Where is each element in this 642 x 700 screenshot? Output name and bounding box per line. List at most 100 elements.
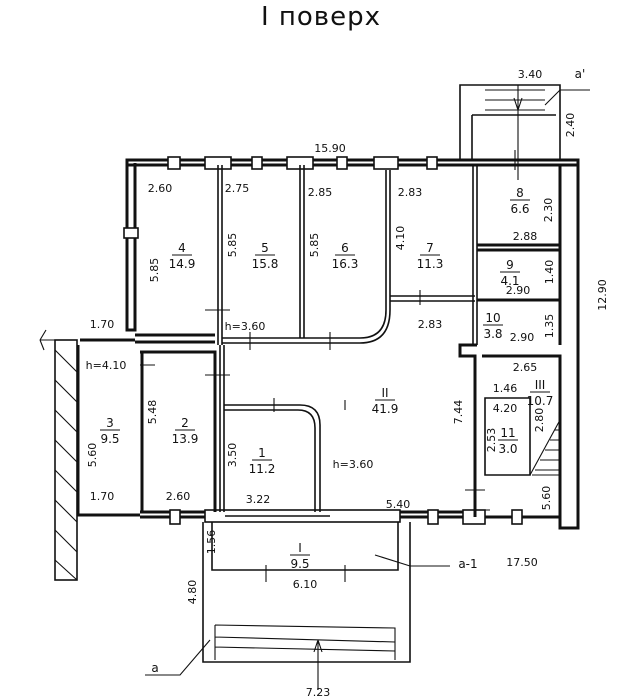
dimension-label: 2.83 <box>418 318 443 331</box>
wc-walls <box>477 165 562 345</box>
room-number: 6 <box>341 241 349 255</box>
room-area: 11.2 <box>249 462 276 476</box>
dimension-label: 3.50 <box>226 443 239 468</box>
walls <box>39 84 590 690</box>
wall-4-5 <box>217 165 223 345</box>
dimension-label: 1.46 <box>493 382 518 395</box>
room-number: 7 <box>426 241 434 255</box>
dimension-label: 2.65 <box>513 361 538 374</box>
wall-stair-left <box>458 343 477 517</box>
dimension-label: 2.60 <box>148 182 173 195</box>
room-area: 3.8 <box>483 327 502 341</box>
section-leader-top <box>544 89 590 106</box>
staircase-hatch <box>529 419 561 476</box>
room-area: 4.1 <box>500 274 519 288</box>
room-number: I <box>298 541 302 555</box>
dimension-label: 17.50 <box>506 556 538 569</box>
room-area: 10.7 <box>527 394 554 408</box>
room-number: 10 <box>485 311 500 325</box>
dimension-label: 2.88 <box>513 230 538 243</box>
dimension-label: 2.90 <box>510 331 535 344</box>
room-number: 1 <box>258 446 266 460</box>
dimension-label: 3.40 <box>518 68 543 81</box>
top-outer-wall <box>125 158 580 167</box>
room-area: 3.0 <box>498 442 517 456</box>
left-outer-wall-upper <box>125 160 137 332</box>
dimension-label: 5.60 <box>540 486 553 511</box>
hatching <box>39 329 78 581</box>
windows <box>123 156 523 525</box>
dimension-label: 2.85 <box>308 186 333 199</box>
section-label-a: a <box>151 661 158 675</box>
dimension-label: 1.40 <box>543 260 556 285</box>
porch <box>202 522 411 663</box>
dimension-label: 2.75 <box>225 182 250 195</box>
corridor-wall-left <box>135 333 215 344</box>
dimension-label: 5.40 <box>386 498 411 511</box>
room-2-walls <box>140 350 217 512</box>
room-area: 13.9 <box>172 432 199 446</box>
dimension-label: 2.53 <box>485 428 498 453</box>
dimension-label: 2.30 <box>542 198 555 223</box>
top-stair-steps <box>485 85 545 180</box>
room-area: 11.3 <box>417 257 444 271</box>
dimension-label: 1.70 <box>90 490 115 503</box>
dimension-label: 7.23 <box>306 686 331 699</box>
dimension-label: 1.56 <box>205 530 218 555</box>
dimension-label: 2.83 <box>398 186 423 199</box>
dimension-label: 1.35 <box>543 314 556 339</box>
room-area: 14.9 <box>169 257 196 271</box>
room-area: 9.5 <box>100 432 119 446</box>
room-number: 9 <box>506 258 514 272</box>
stair-room-wall <box>482 354 562 517</box>
section-label-a-1: a-1 <box>458 557 477 571</box>
dimension-label: 6.10 <box>293 578 318 591</box>
top-stair-box <box>459 84 561 160</box>
labels: 111.2213.939.5414.9515.8616.3711.386.694… <box>86 67 609 699</box>
room-number: II <box>381 386 388 400</box>
room-number: 5 <box>261 241 269 255</box>
room-number: 11 <box>500 426 515 440</box>
corridor-wall-curved <box>222 170 391 344</box>
dimension-label: 15.90 <box>314 142 346 155</box>
dimension-label: 3.22 <box>246 493 271 506</box>
dimension-label: 5.48 <box>146 400 159 425</box>
wall-7-8 <box>472 165 478 345</box>
room-area: 6.6 <box>510 202 529 216</box>
floor-title: I поверх <box>260 2 382 32</box>
wall-5-6 <box>299 165 305 338</box>
dimension-label: 1.70 <box>90 318 115 331</box>
wall-7-bottom <box>390 295 475 302</box>
dimension-label: 4.20 <box>493 402 518 415</box>
section-leaders <box>145 554 450 676</box>
ceiling-height-label: h=4.10 <box>86 359 127 372</box>
ceiling-height-label: h=3.60 <box>225 320 266 333</box>
right-outer-wall <box>558 160 580 530</box>
wall-1-2 <box>219 345 225 512</box>
dimension-label: 2.60 <box>166 490 191 503</box>
dimension-label: 2.40 <box>564 113 577 138</box>
dimension-label: 4.10 <box>394 226 407 251</box>
dimension-label: 4.80 <box>186 580 199 605</box>
room-area: 16.3 <box>332 257 359 271</box>
room-area: 9.5 <box>290 557 309 571</box>
dimension-label: 5.85 <box>148 258 161 283</box>
dimension-label: 5.85 <box>308 233 321 258</box>
room-number: 2 <box>181 416 189 430</box>
room-number: 3 <box>106 416 114 430</box>
left-outer-wall-lower <box>76 338 140 517</box>
dimension-label: 7.44 <box>452 400 465 425</box>
room-number: III <box>535 378 546 392</box>
room-area: 41.9 <box>372 402 399 416</box>
ceiling-height-label: h=3.60 <box>333 458 374 471</box>
section-label-a-prime: a' <box>575 67 586 81</box>
room-number: 8 <box>516 186 524 200</box>
room-1-walls <box>224 404 321 512</box>
dimension-label: 5.60 <box>86 443 99 468</box>
dimension-label: 12.90 <box>596 279 609 311</box>
hatched-wall <box>54 339 78 581</box>
door-ticks <box>140 150 516 582</box>
dimension-label: 2.90 <box>506 284 531 297</box>
room-area: 15.8 <box>252 257 279 271</box>
